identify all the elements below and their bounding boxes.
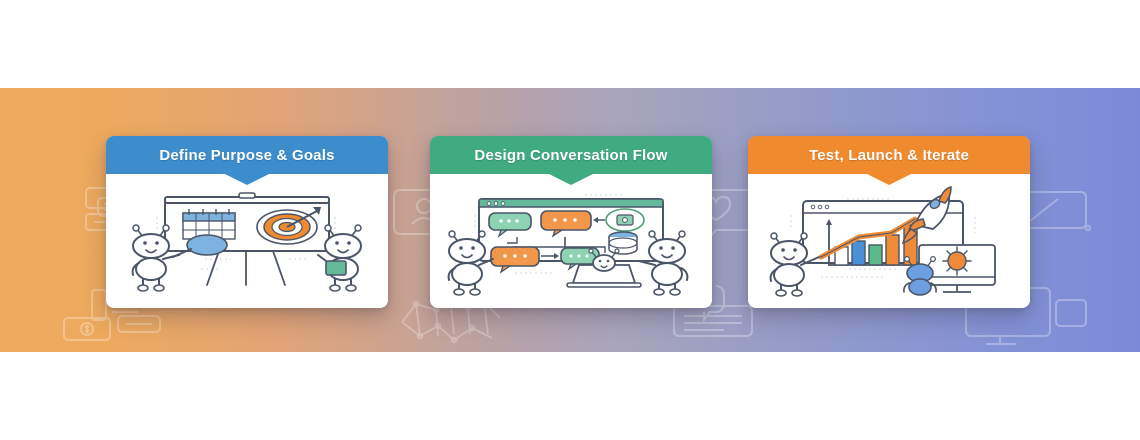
comment-lines-watermark <box>668 284 788 348</box>
card-title: Define Purpose & Goals <box>159 146 335 164</box>
card-header-blue: Define Purpose & Goals <box>106 136 388 185</box>
header-notch-icon <box>865 173 913 185</box>
card-body <box>748 174 1030 308</box>
rocket-launch-analytics-illustration <box>769 186 996 297</box>
card-title: Test, Launch & Iterate <box>809 146 969 164</box>
card-header-orange: Test, Launch & Iterate <box>748 136 1030 185</box>
card-design-conversation-flow[interactable]: Design Conversation Flow <box>430 136 712 308</box>
card-define-purpose-goals[interactable]: Define Purpose & Goals <box>106 136 388 308</box>
header-notch-icon <box>223 173 271 185</box>
card-test-launch-iterate[interactable]: Test, Launch & Iterate <box>748 136 1030 308</box>
chat-flow-diagram-illustration <box>447 194 689 296</box>
card-body <box>430 174 712 308</box>
card-body <box>106 174 388 308</box>
card-title: Design Conversation Flow <box>474 146 668 164</box>
whiteboard-target-illustration <box>131 192 362 292</box>
card-header-green: Design Conversation Flow <box>430 136 712 185</box>
header-notch-icon <box>547 173 595 185</box>
